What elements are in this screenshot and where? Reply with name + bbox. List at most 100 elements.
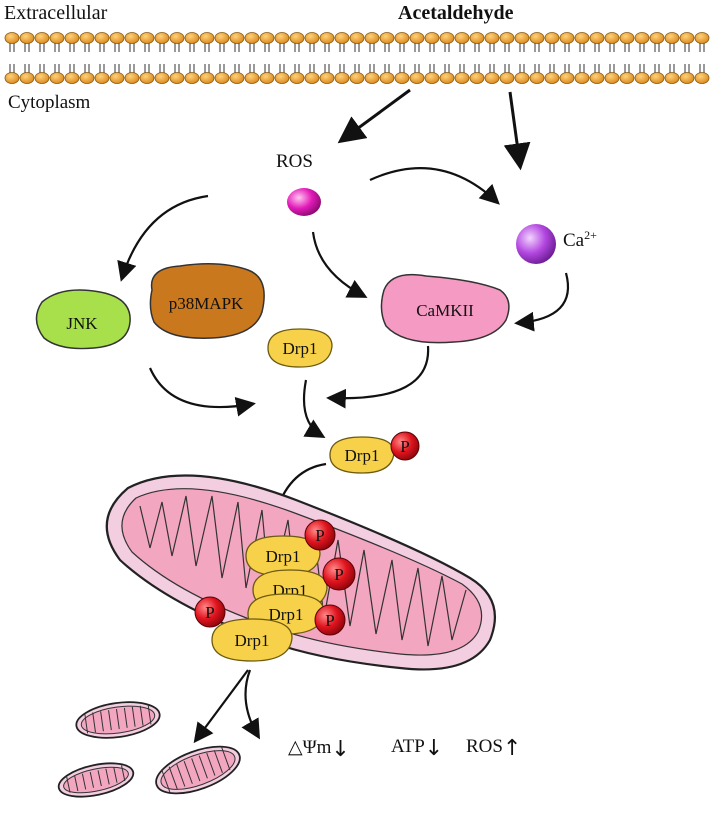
phospholipid: [259, 32, 275, 84]
svg-text:P: P: [205, 603, 214, 622]
outcome-label: ATP: [391, 736, 425, 757]
phospholipid: [124, 32, 140, 84]
camkii-protein: CaMKII: [380, 273, 510, 344]
outcome-down-arrow: ↓: [331, 737, 350, 762]
phospholipid: [679, 32, 695, 84]
phospholipid: [394, 32, 410, 84]
phospholipid: [454, 32, 470, 84]
outcome-label: ROS: [466, 736, 503, 757]
svg-text:Drp1: Drp1: [283, 339, 318, 358]
phospholipid: [274, 32, 290, 84]
phospholipid: [199, 32, 215, 84]
acetaldehyde-label: Acetaldehyde: [398, 2, 514, 24]
phospholipid: [109, 32, 125, 84]
phospholipid: [694, 32, 710, 84]
ros-label: ROS: [276, 151, 313, 172]
arrow-fission-to-outcomes: [241, 669, 261, 740]
arrow-calcium-to-camkii: [514, 272, 570, 332]
outcome-atp: ATP↓: [391, 736, 443, 761]
phospholipid: [289, 32, 305, 84]
phospholipid: [49, 32, 65, 84]
phospholipid: [229, 32, 245, 84]
svg-text:Drp1: Drp1: [345, 446, 380, 465]
mitochondrion-fragment: [57, 762, 135, 798]
phospholipid: [634, 32, 650, 84]
phospholipid: [484, 32, 500, 84]
phospholipid: [619, 32, 635, 84]
fragmented-mitochondria: [57, 701, 241, 798]
outcome-membrane-potential: △Ψm↓: [288, 736, 350, 762]
outcome-up-arrow: ↑: [502, 736, 522, 761]
phospholipid: [169, 32, 185, 84]
phospholipid: [79, 32, 95, 84]
phospholipid: [4, 32, 20, 84]
phosphate-group: P: [390, 431, 420, 461]
arrow-ros-to-calcium: [369, 167, 500, 205]
cytoplasm-label: Cytoplasm: [8, 92, 91, 113]
phospholipid: [544, 32, 560, 84]
svg-text:P: P: [325, 611, 334, 630]
phosphate-group: P: [314, 604, 346, 636]
p38mapk-protein: p38MAPK: [149, 263, 265, 339]
phosphate-group: P: [304, 519, 336, 551]
phospholipid: [379, 32, 395, 84]
phospholipid: [649, 32, 665, 84]
svg-text:JNK: JNK: [66, 314, 98, 333]
phospholipid: [319, 32, 335, 84]
phospholipid: [349, 32, 365, 84]
arrow-mapk-to-drp1: [148, 367, 256, 417]
phospholipid: [574, 32, 590, 84]
svg-text:P: P: [315, 526, 324, 545]
phospholipid: [364, 32, 380, 84]
calcium-symbol: Ca: [563, 230, 585, 251]
phospholipid: [304, 32, 320, 84]
phospholipid: [604, 32, 620, 84]
phospholipid: [244, 32, 260, 84]
calcium-charge: 2+: [584, 228, 597, 242]
arrow-ros-to-camkii: [311, 231, 368, 298]
mitochondrion-fragment: [155, 745, 241, 795]
phospholipid: [514, 32, 530, 84]
calcium-ion: [516, 224, 556, 264]
drp1-protein: Drp1: [267, 328, 333, 368]
cell-membrane: [4, 32, 710, 84]
svg-text:Drp1: Drp1: [235, 631, 270, 650]
arrow-ros-to-jnk: [117, 194, 209, 282]
svg-text:P: P: [334, 565, 343, 584]
svg-text:CaMKII: CaMKII: [416, 301, 474, 320]
phospholipid: [469, 32, 485, 84]
arrow-camkii-to-drp1: [326, 345, 430, 409]
arrow-acetaldehyde-to-calcium: [503, 91, 531, 171]
svg-text:Drp1: Drp1: [269, 605, 304, 624]
drp1-phosphorylated: Drp1: [329, 436, 395, 474]
svg-text:Drp1: Drp1: [266, 547, 301, 566]
ros-molecule: [287, 188, 321, 216]
phospholipid: [559, 32, 575, 84]
phospholipid: [439, 32, 455, 84]
outcome-ros: ROS↑: [466, 736, 521, 761]
svg-text:P: P: [400, 437, 409, 456]
phospholipid: [184, 32, 200, 84]
arrow-fission-to-fragments: [193, 669, 249, 744]
phospholipid: [19, 32, 35, 84]
outcome-down-arrow: ↓: [424, 736, 444, 761]
phosphate-group: P: [194, 596, 226, 628]
phospholipid: [154, 32, 170, 84]
phospholipid: [664, 32, 680, 84]
jnk-protein: JNK: [35, 289, 131, 350]
outcome-label: △Ψm: [288, 737, 332, 758]
mitochondrion-fragment: [75, 701, 161, 739]
phospholipid: [589, 32, 605, 84]
svg-text:p38MAPK: p38MAPK: [169, 294, 244, 313]
arrow-drp1-to-phospho-drp1: [302, 379, 326, 438]
drp1-bound: Drp1: [211, 618, 293, 662]
phospholipid: [499, 32, 515, 84]
phospholipid: [214, 32, 230, 84]
phospholipid: [424, 32, 440, 84]
phospholipid: [139, 32, 155, 84]
phospholipid: [409, 32, 425, 84]
phosphate-group: P: [322, 557, 356, 591]
